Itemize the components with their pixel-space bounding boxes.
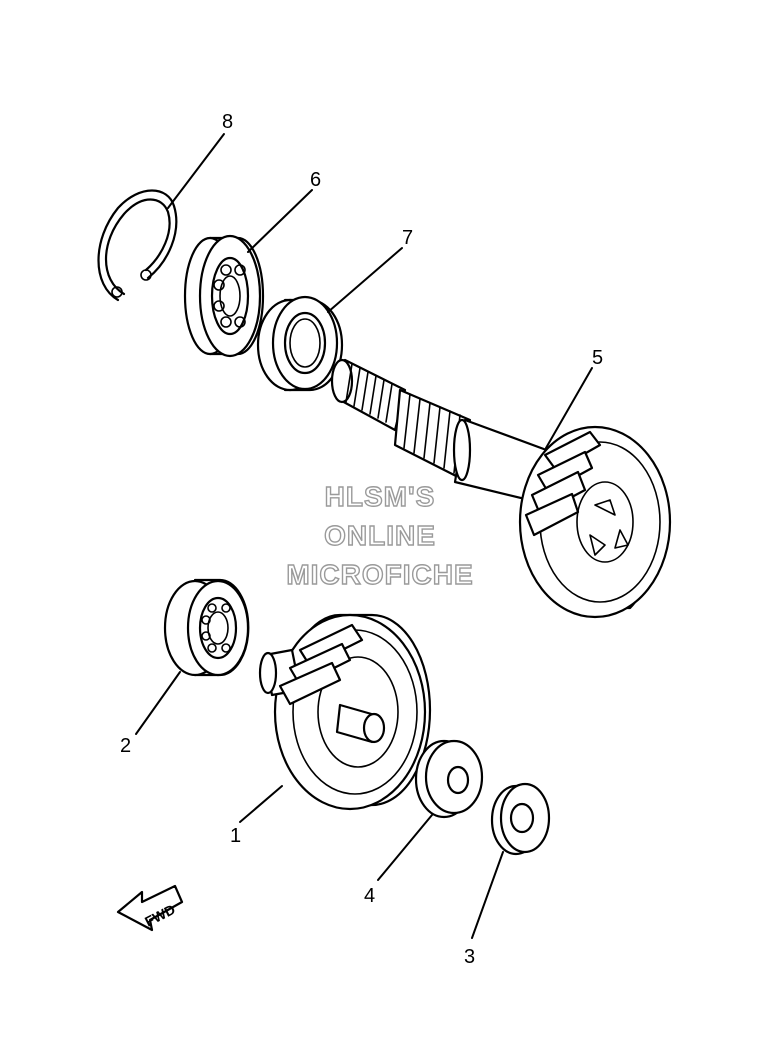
part-1-gear[interactable]: [258, 613, 432, 811]
watermark-line-2: ONLINE: [324, 520, 436, 551]
part-3-washer[interactable]: [490, 782, 551, 856]
callout-6: 6: [310, 169, 321, 191]
part-4-washer[interactable]: [414, 739, 484, 819]
callout-1: 1: [230, 825, 241, 847]
callout-3: 3: [464, 946, 475, 968]
callout-4: 4: [364, 885, 375, 907]
watermark-line-1: HLSM'S: [325, 481, 436, 512]
callout-8: 8: [222, 111, 233, 133]
fwd-arrow-icon: FWD: [116, 884, 184, 932]
part-2-bearing[interactable]: [163, 578, 250, 677]
watermark: HLSM'S ONLINE MICROFICHE: [286, 480, 474, 590]
part-7-oil-seal[interactable]: [256, 295, 344, 392]
watermark-line-3: MICROFICHE: [286, 559, 473, 590]
part-6-bearing[interactable]: [183, 234, 265, 358]
leader-lines: [135, 133, 593, 939]
callout-2: 2: [120, 735, 131, 757]
callout-7: 7: [402, 227, 413, 249]
callout-5: 5: [592, 347, 603, 369]
part-5-shaft-gear[interactable]: [330, 358, 672, 619]
part-8-circlip[interactable]: [97, 189, 178, 302]
